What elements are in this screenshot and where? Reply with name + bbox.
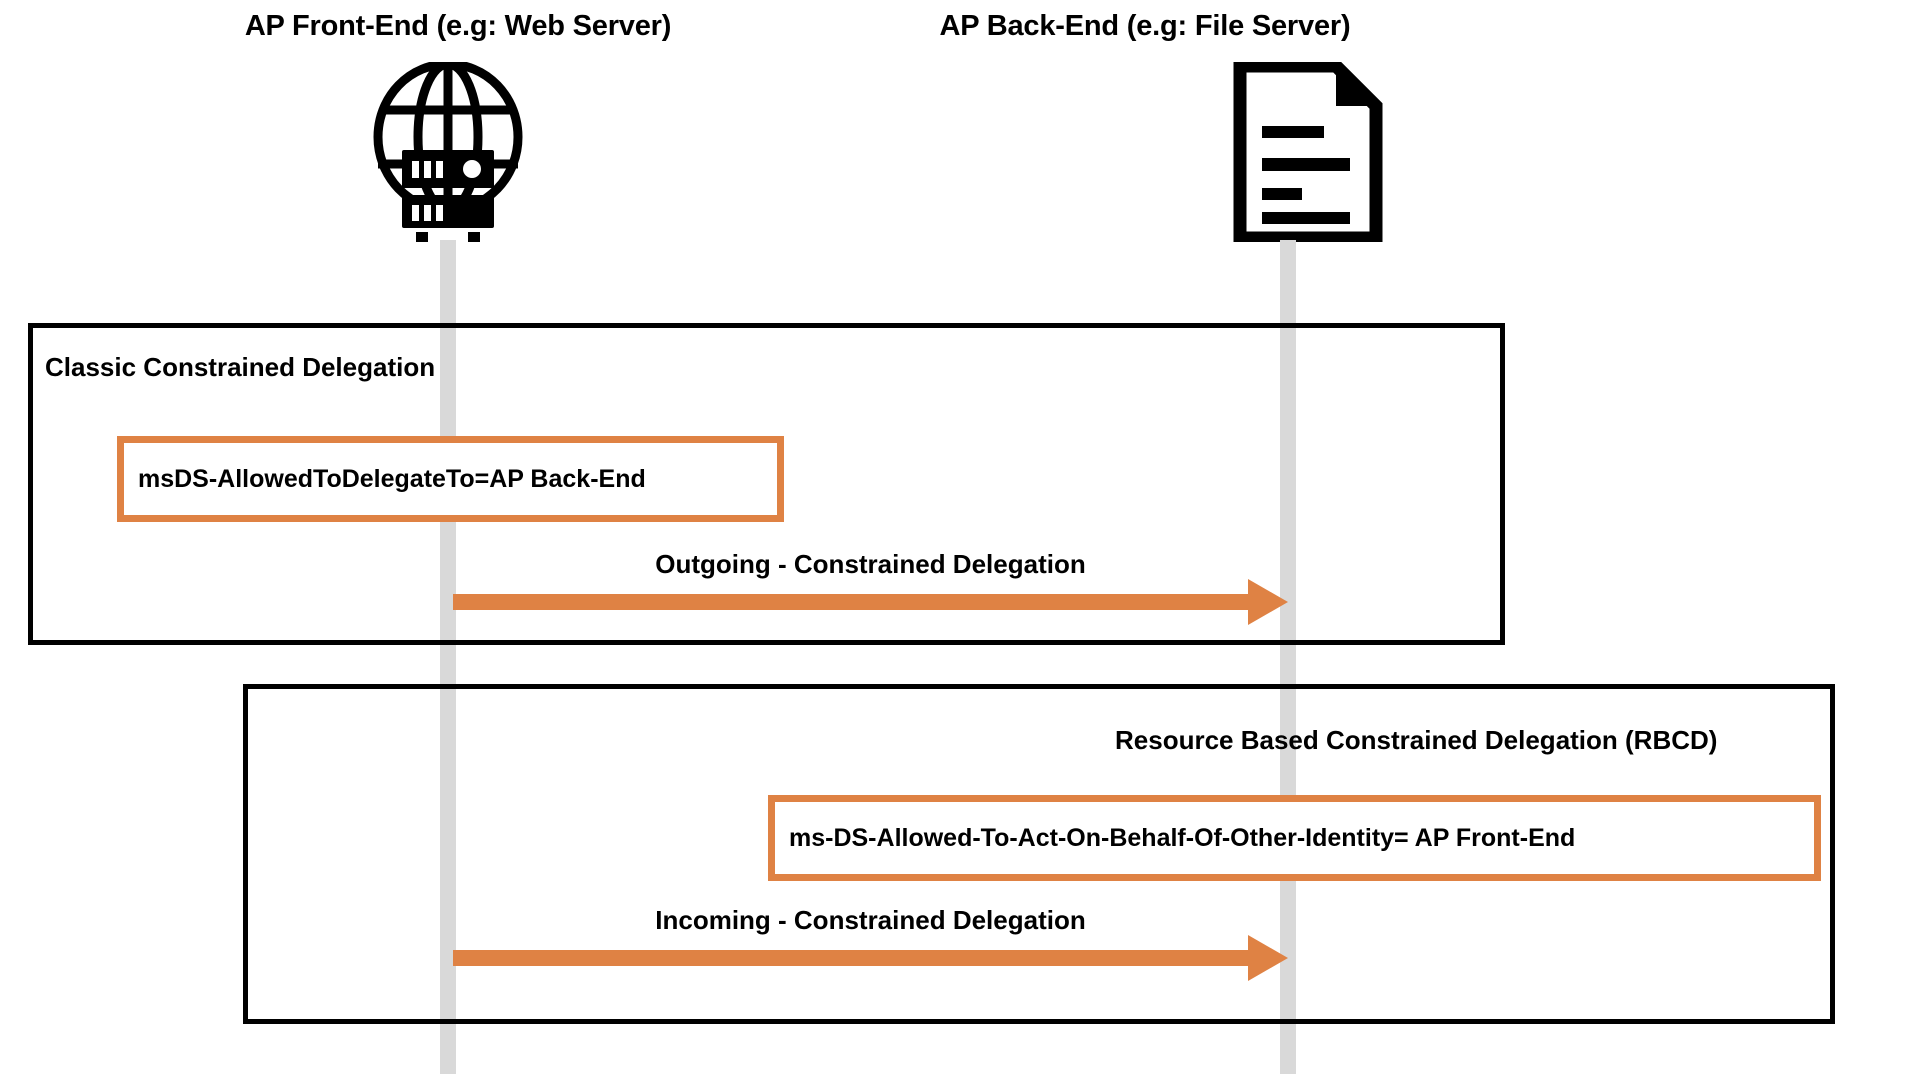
arrow-label-outgoing: Outgoing - Constrained Delegation [655,549,1086,579]
participant-title-backend: AP Back-End (e.g: File Server) [939,10,1351,42]
section-title-classic: Classic Constrained Delegation [45,352,436,382]
participant-title-frontend: AP Front-End (e.g: Web Server) [244,10,672,42]
attribute-callout-classic: msDS-AllowedToDelegateTo=AP Back-End [117,436,784,522]
attribute-callout-rbcd: ms-DS-Allowed-To-Act-On-Behalf-Of-Other-… [768,795,1821,881]
attribute-callout-classic-label: msDS-AllowedToDelegateTo=AP Back-End [138,464,646,493]
arrow-shaft-incoming [453,950,1253,966]
attribute-callout-rbcd-label: ms-DS-Allowed-To-Act-On-Behalf-Of-Other-… [789,823,1576,852]
section-title-rbcd: Resource Based Constrained Delegation (R… [1115,725,1718,755]
document-file-icon [1218,59,1394,245]
globe-server-icon [360,59,536,250]
arrow-shaft-outgoing [453,594,1253,610]
arrow-head-incoming [1248,935,1288,981]
arrow-head-outgoing [1248,579,1288,625]
arrow-label-incoming: Incoming - Constrained Delegation [655,905,1086,935]
section-box-rbcd [243,684,1835,1024]
section-box-classic [28,323,1505,645]
